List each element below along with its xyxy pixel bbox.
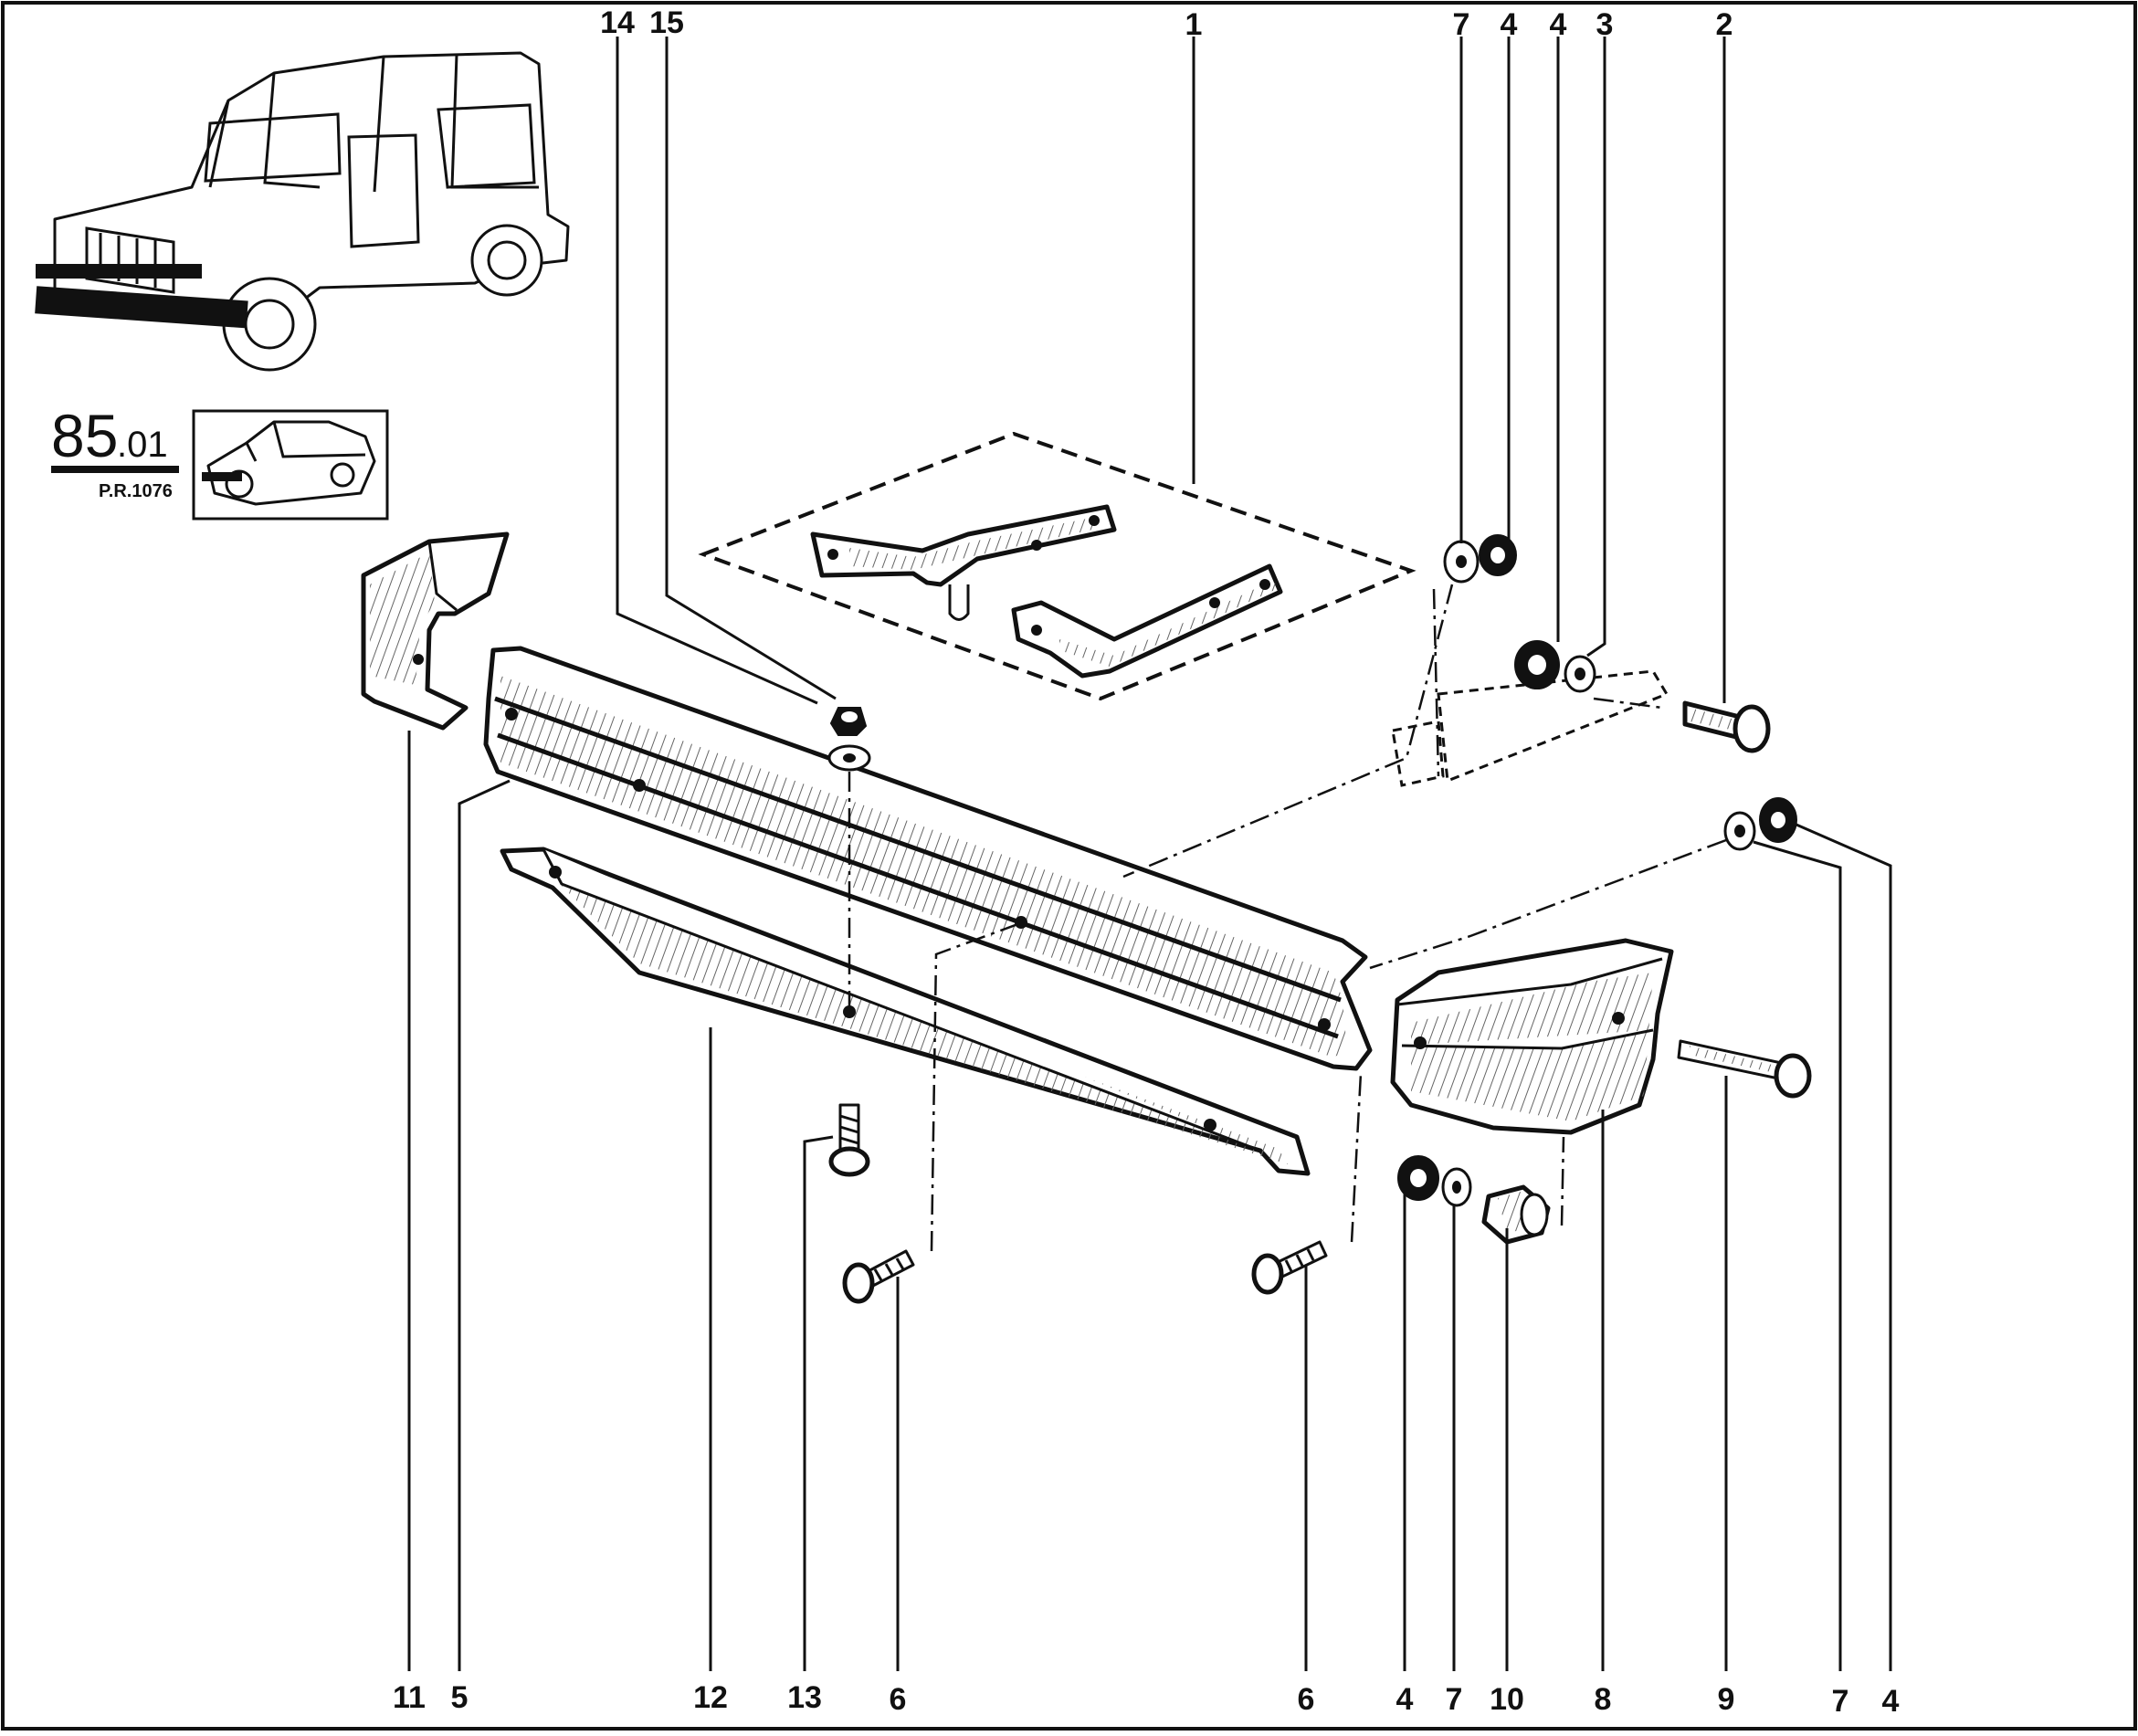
callout-bottom-13: 4 [1882, 1684, 1900, 1719]
callout-top-3: 1 [1185, 7, 1203, 42]
callout-top-8: 2 [1716, 7, 1733, 42]
nut-4-mid [1514, 640, 1560, 689]
bolt-2 [1682, 700, 1771, 753]
callouts-top: 14 15 1 7 4 4 3 2 [600, 5, 1733, 42]
callout-top-1: 14 [600, 5, 635, 40]
callout-bottom-1: 11 [393, 1680, 426, 1715]
screw-13 [828, 1103, 870, 1177]
washer-7-bottom [1441, 1167, 1472, 1207]
callout-top-2: 15 [649, 5, 684, 40]
callout-top-7: 3 [1596, 7, 1614, 42]
screw-6-left [842, 1249, 915, 1304]
bracket-kit [698, 431, 1417, 701]
nut-14 [829, 707, 868, 736]
nut-4-bottom [1397, 1155, 1439, 1201]
callout-top-4: 7 [1453, 7, 1470, 42]
washer-7-top [1443, 540, 1480, 584]
spacer-10 [1481, 1184, 1551, 1245]
leader-lines [407, 37, 1892, 1671]
callout-bottom-5: 6 [890, 1682, 907, 1717]
washer-15 [827, 744, 871, 772]
callout-top-5: 4 [1501, 7, 1518, 42]
bolt-9 [1677, 1039, 1812, 1099]
section-number: 85 [51, 402, 118, 469]
section-suffix: .01 [117, 425, 168, 465]
callout-bottom-8: 7 [1446, 1682, 1463, 1717]
callout-bottom-2: 5 [451, 1680, 469, 1715]
bracket-11 [361, 531, 510, 731]
callout-bottom-7: 4 [1396, 1682, 1414, 1717]
washer-7-right [1723, 811, 1756, 851]
screw-6-right [1251, 1240, 1328, 1295]
callout-bottom-12: 7 [1832, 1684, 1849, 1719]
callout-bottom-10: 8 [1595, 1682, 1612, 1717]
small-car-icon [202, 420, 376, 506]
callout-bottom-3: 12 [693, 1680, 728, 1715]
reference-block: 85 .01 P.R.1076 [51, 402, 389, 521]
callout-bottom-9: 10 [1490, 1682, 1524, 1717]
callouts-bottom: 11 5 12 13 6 6 4 7 10 8 9 7 4 [393, 1680, 1900, 1719]
callout-bottom-6: 6 [1298, 1682, 1315, 1717]
callout-bottom-4: 13 [787, 1680, 822, 1715]
vehicle-illustration [35, 51, 570, 372]
apron-12 [500, 847, 1311, 1176]
nut-4-right [1759, 797, 1797, 843]
reference-code: P.R.1076 [99, 481, 173, 501]
kit-enclosure [698, 431, 1417, 701]
corner-piece-8 [1390, 938, 1674, 1135]
callout-top-6: 4 [1550, 7, 1567, 42]
section-underline [51, 466, 179, 473]
washer-3 [1564, 655, 1596, 693]
callout-bottom-11: 9 [1718, 1682, 1735, 1717]
bumper-beam-5 [483, 646, 1373, 1071]
nut-4-top [1479, 534, 1517, 576]
